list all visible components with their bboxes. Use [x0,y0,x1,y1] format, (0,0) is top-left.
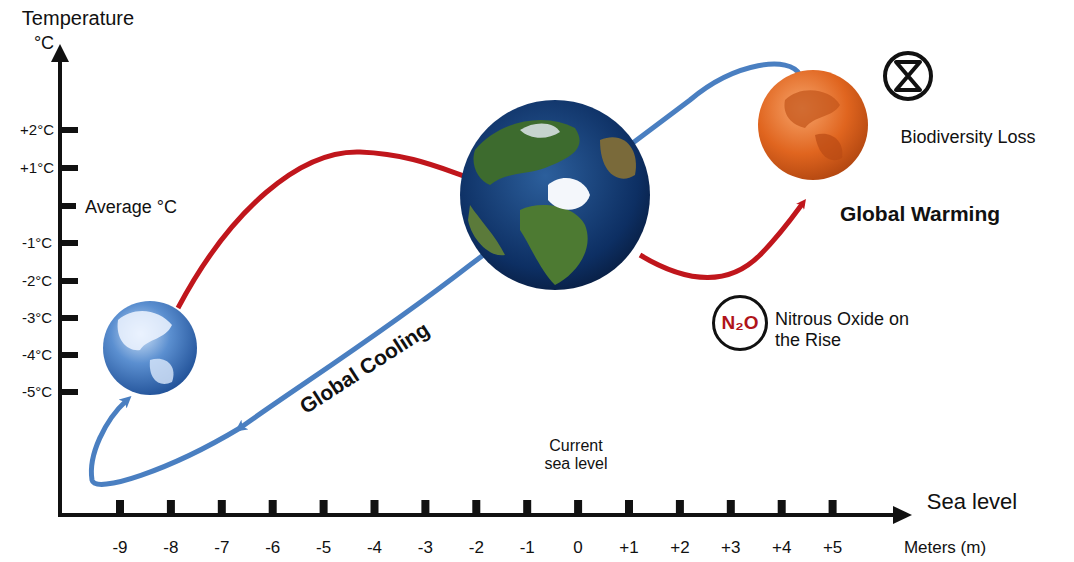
y-tick [60,165,78,171]
note: Biodiversity Loss [900,127,1035,148]
x-tick [269,500,277,513]
axis-arrowhead [893,506,912,524]
x-tick [625,500,633,513]
x-tick [778,500,786,513]
tick-label: -2 [469,538,484,558]
hot-earth [758,70,868,180]
y-tick [60,352,78,358]
x-ticks [116,500,837,513]
tick-label: +2 [670,538,689,558]
tick-label: +2°C [20,121,54,138]
tick-label: +4 [772,538,791,558]
tick-label: Average °C [85,197,177,218]
axis-note: Current sea level [536,437,616,474]
tick-label: -8 [163,538,178,558]
tick-label: -9 [112,538,127,558]
present-earth [460,100,650,290]
warming-path [178,152,470,308]
x-tick [472,500,480,513]
y-tick [60,203,76,209]
extinction-symbol [885,53,931,99]
cooling-path [91,400,240,484]
tick-label: -4 [367,538,382,558]
x-tick [421,500,429,513]
y-ticks [60,127,78,395]
cycle-label: Global Cooling [296,317,434,419]
x-tick [523,500,531,513]
x-tick [167,500,175,513]
y-tick [60,240,78,246]
y-tick [60,278,78,284]
symbol-circle: N₂O [712,295,768,351]
tick-label: +1 [619,538,638,558]
tick-label: -6 [265,538,280,558]
symbol-text: N₂O [722,312,759,334]
note: Nitrous Oxide on the Rise [775,309,925,350]
axis-unit: °C [34,33,54,54]
x-tick [218,500,226,513]
x-tick [727,500,735,513]
cycle-label: Global Warming [840,202,1000,226]
tick-label: -1°C [22,234,52,251]
x-tick [676,500,684,513]
tick-label: -7 [214,538,229,558]
tick-label: -4°C [22,346,52,363]
x-tick [371,500,379,513]
x-tick [829,500,837,513]
tick-label: -3°C [22,309,52,326]
y-tick [60,315,78,321]
x-tick [116,500,124,513]
y-tick [60,127,78,133]
axis-title: Temperature [22,7,134,30]
tick-label: -3 [418,538,433,558]
axes [51,44,912,524]
tick-label: +3 [721,538,740,558]
x-tick [320,500,328,513]
tick-label: 0 [573,538,582,558]
tick-label: -5°C [22,383,52,400]
tick-label: +1°C [20,159,54,176]
tick-label: -2°C [22,272,52,289]
y-tick [60,389,78,395]
y-axis [58,58,62,515]
tick-label: -1 [520,538,535,558]
cooling-path [240,64,800,428]
x-tick [574,500,582,513]
x-axis [58,513,895,517]
axis-title: Sea level [927,489,1018,514]
tick-label: -5 [316,538,331,558]
axis-unit: Meters (m) [904,538,986,558]
warming-path [640,203,803,278]
tick-label: +5 [823,538,842,558]
cold-earth [103,301,197,395]
